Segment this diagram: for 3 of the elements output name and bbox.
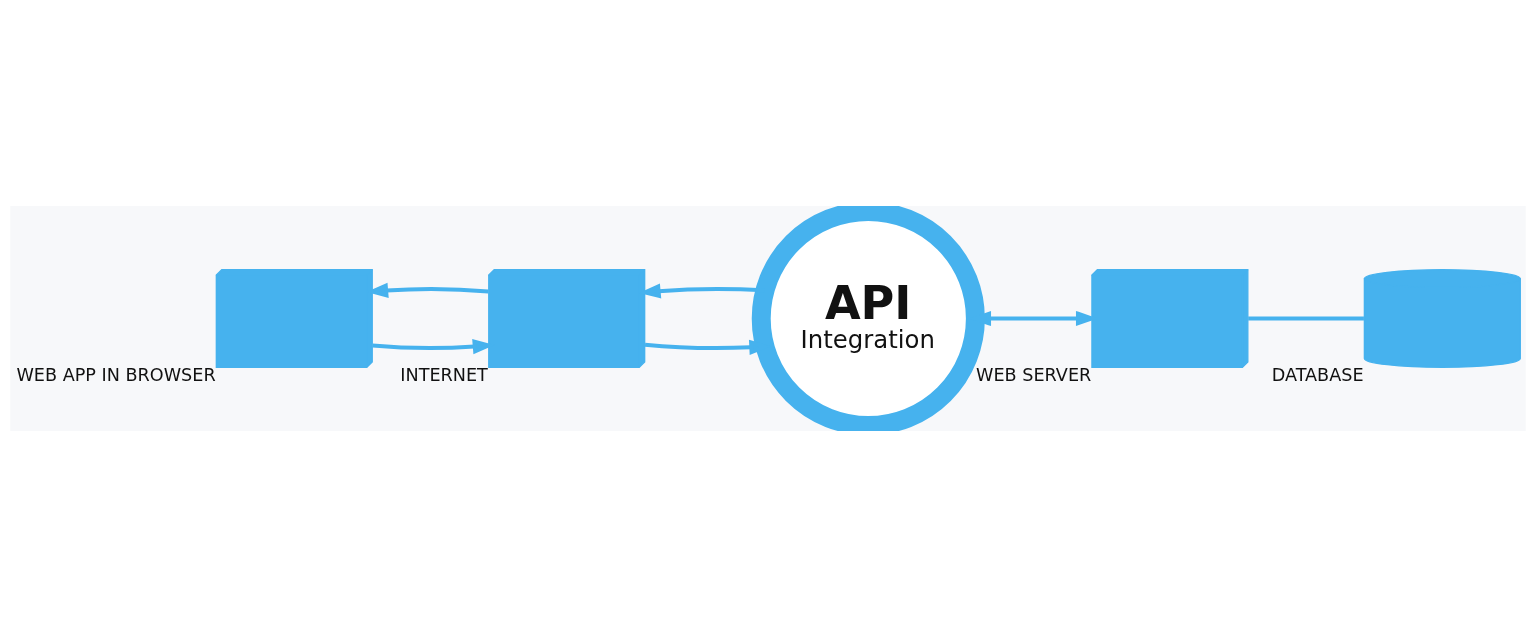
- node-label: DATABASE: [1271, 365, 1364, 386]
- node-label: INTERNET: [400, 365, 488, 386]
- node-label: WEB APP IN BROWSER: [16, 365, 216, 386]
